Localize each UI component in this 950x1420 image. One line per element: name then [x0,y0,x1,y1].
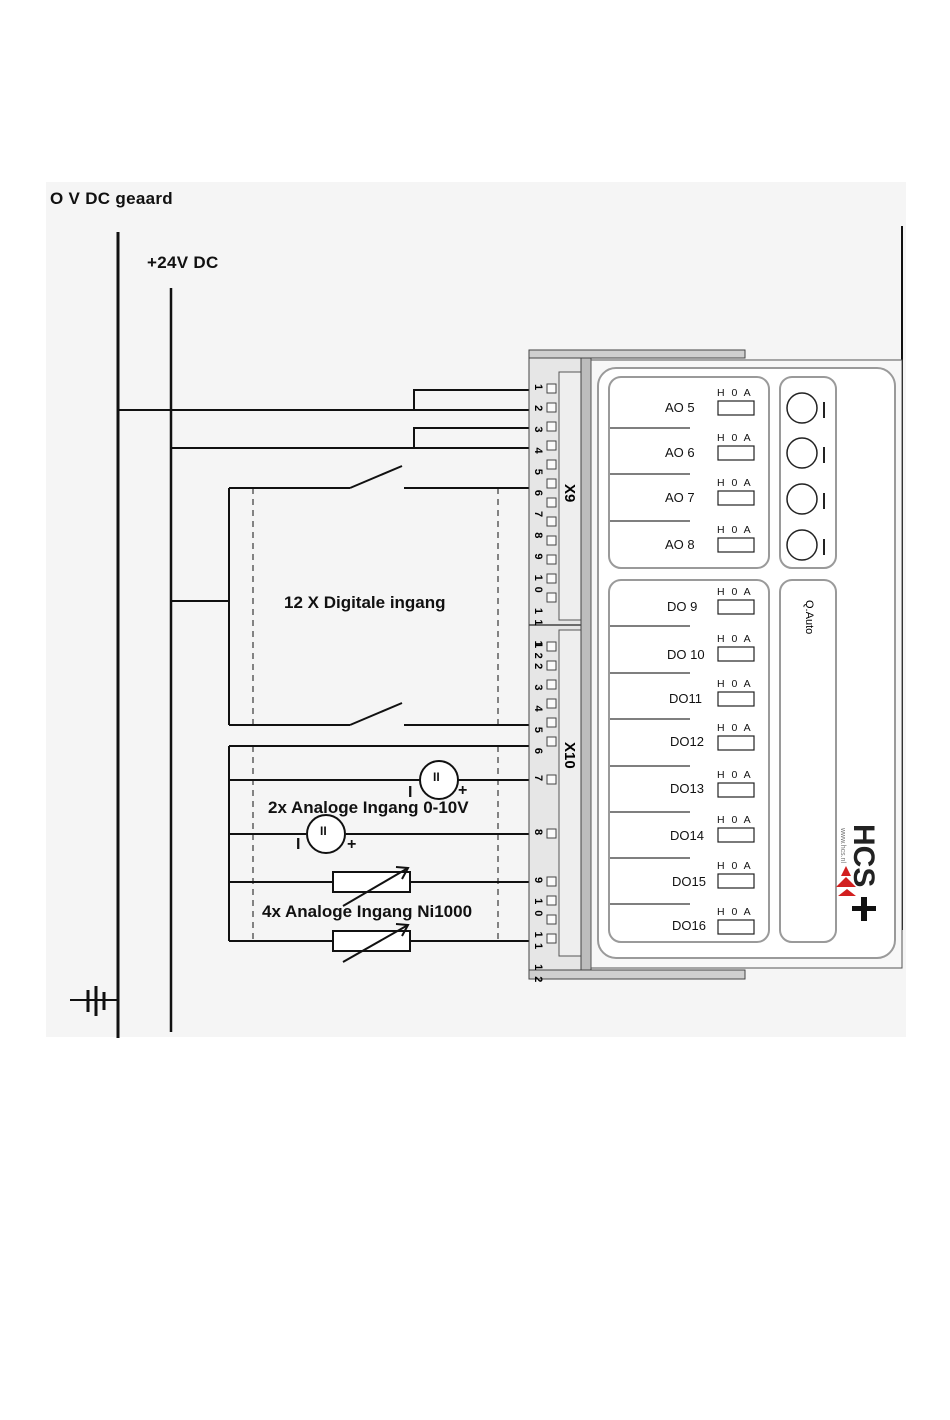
terminal-screws [546,383,557,944]
hoa-label: H 0 A [717,722,753,734]
do-label: DO15 [672,874,706,889]
q-auto-label: Q.Auto [803,600,815,635]
source-1-plus: + [458,782,468,799]
do-label: DO14 [670,828,704,843]
terminal-strip [528,349,746,980]
supply-rail-label: +24V DC [147,253,219,272]
x10-terminal-numbers-b: 9 10 11 12 [532,877,544,989]
source-2-minus: I [296,836,301,853]
analog-ni1000-label: 4x Analoge Ingang Ni1000 [262,902,473,921]
brand-logo-text: HCS [847,824,880,888]
analog-010-label: 2x Analoge Ingang 0-10V [268,798,469,817]
potentiometer-knob-icon [786,392,818,561]
hoa-label: H 0 A [717,814,753,826]
earth-ground-icon [70,986,118,1016]
source-1-minus: I [408,784,413,801]
do-label: DO 10 [667,647,705,662]
hoa-label: H 0 A [717,387,753,399]
hoa-label: H 0 A [717,860,753,872]
x9-terminal-numbers: 1 2 3 4 5 6 7 8 9 10 11 12 [532,384,544,665]
hoa-label: H 0 A [717,524,753,536]
brand-subtext: www.hcs.nl [839,828,846,864]
source-2-symbol: II [320,824,327,838]
do-label: DO 9 [667,599,698,614]
io-module-housing [590,359,903,969]
hoa-label: H 0 A [717,586,753,598]
digital-input-label: 12 X Digitale ingang [284,593,446,612]
hoa-label: H 0 A [717,477,753,489]
channel-dividers [610,427,690,905]
ao-label: AO 8 [665,537,695,552]
x10-terminal-8: 8 [532,829,544,842]
do-label: DO13 [670,781,704,796]
ao-label: AO 5 [665,400,695,415]
supply-wiring [118,389,530,449]
source-2-plus: + [347,836,357,853]
hoa-switch-icon [717,400,755,935]
do-label: DO16 [672,918,706,933]
digital-input-wiring [171,465,530,726]
voltage-source-icon [306,760,459,854]
do-label: DO11 [669,691,702,706]
x10-terminal-numbers-a: 1 2 3 4 5 6 [532,642,544,760]
analog-input-wiring [228,745,530,942]
source-1-symbol: II [433,770,440,784]
hoa-label: H 0 A [717,906,753,918]
x9-connector-label: X9 [561,484,578,503]
hoa-label: H 0 A [717,432,753,444]
hcs-logo-icon [836,866,876,921]
ao-label: AO 7 [665,490,695,505]
hoa-label: H 0 A [717,633,753,645]
do-label: DO12 [670,734,704,749]
hoa-label: H 0 A [717,769,753,781]
ao-label: AO 6 [665,445,695,460]
resistor-icon [332,866,411,963]
x10-terminal-7: 7 [532,775,544,788]
x10-connector-label: X10 [561,742,578,769]
hoa-label: H 0 A [717,678,753,690]
ground-rail-label: O V DC geaard [50,189,173,208]
